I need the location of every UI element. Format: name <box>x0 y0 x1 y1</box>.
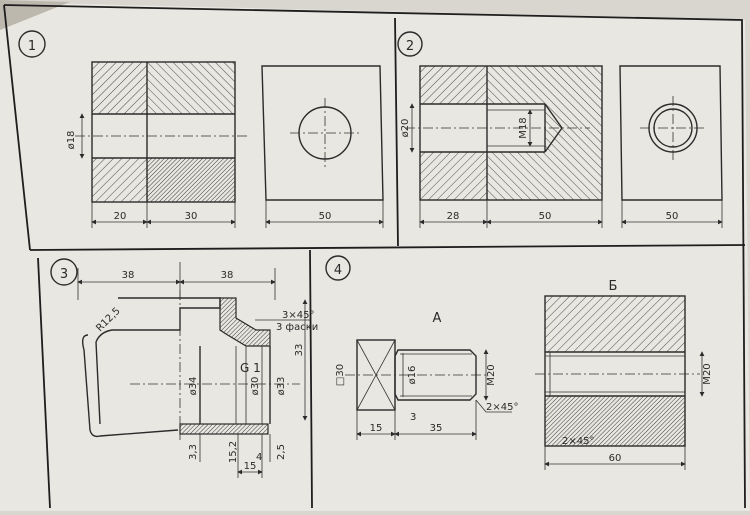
panel-1-number-circle <box>18 30 46 58</box>
panel-4-number: 4 <box>334 263 342 278</box>
panel-1: 1 ø18 20 30 50 <box>18 30 384 228</box>
panel-1-number: 1 <box>28 39 36 54</box>
p4-plate-outline <box>544 295 686 447</box>
p4-plate-top-section <box>545 296 685 352</box>
p1-dim-left: 20 <box>114 211 127 222</box>
p2-dim-right: 50 <box>539 211 552 222</box>
panel-3-number-circle <box>50 258 78 286</box>
p1-section-top-left <box>92 62 147 114</box>
p4-bolt-shank <box>394 349 477 401</box>
panel-3: 3 38 38 R12,5 3×45° 3 фаски G 1 ø34 ø30 … <box>50 258 318 478</box>
p3-dim-152: 15,2 <box>228 441 239 463</box>
panel-3-number: 3 <box>60 267 68 282</box>
p4-dim-3: 3 <box>410 412 416 423</box>
p4-dim-d16: ø16 <box>407 366 418 385</box>
p1-section-outline <box>91 61 236 203</box>
p3-wall-section-top <box>219 297 271 347</box>
p4-dim-chamfer-b: 2×45° <box>562 436 594 447</box>
panel-2-number-circle <box>397 31 423 57</box>
frame-divider-bottom <box>309 249 313 509</box>
p4-dim-15: 15 <box>370 423 383 434</box>
p3-chamfer-note: 3 фаски <box>276 322 318 333</box>
p3-dim-33: 33 <box>294 344 305 357</box>
p1-section-bottom-right <box>147 158 235 202</box>
p3-dim-d33: ø33 <box>276 377 287 396</box>
panel-2: 2 ø20 M18 28 50 50 <box>397 31 723 228</box>
p3-dim-d34: ø34 <box>188 377 199 396</box>
p3-dim-4: 4 <box>256 452 262 463</box>
panel-4: 4 A Б □30 ø16 M20 3 2×45° 15 35 <box>325 255 713 470</box>
p1-section-bottom-left <box>92 158 147 202</box>
p3-wall-section-bottom <box>179 423 269 435</box>
p4-dim-m20: M20 <box>486 364 497 385</box>
p2-dim-diameter: ø20 <box>400 119 411 138</box>
p2-dim-side: 50 <box>666 211 679 222</box>
p3-dim-top-left: 38 <box>122 270 135 281</box>
p1-dim-right: 30 <box>185 211 198 222</box>
p4-dim-m20b: M20 <box>702 363 713 384</box>
p4-dim-60: 60 <box>609 453 622 464</box>
p3-dim-33b: 3,3 <box>188 444 199 460</box>
p1-dim-side: 50 <box>319 211 332 222</box>
p4-dim-35: 35 <box>430 423 443 434</box>
p3-fitting-top-branch <box>112 297 221 331</box>
p3-dim-15: 15 <box>244 461 257 472</box>
p2-dim-thread: M18 <box>518 117 529 138</box>
p4-dim-chamfer: 2×45° <box>486 402 518 413</box>
p2-dim-left: 28 <box>447 211 460 222</box>
p2-section-outline <box>419 65 603 201</box>
frame-outline <box>3 4 746 509</box>
p3-dim-d30: ø30 <box>250 377 261 396</box>
frame-divider-top <box>394 17 399 247</box>
panel-4-number-circle <box>325 255 351 281</box>
p4-label-a: A <box>433 311 442 326</box>
p3-chamfer: 3×45° <box>282 310 314 321</box>
p3-thread-label: G 1 <box>240 361 261 375</box>
p1-dim-diameter: ø18 <box>66 131 77 150</box>
p3-dim-25: 2,5 <box>276 444 287 460</box>
p1-section-top-right <box>147 62 235 114</box>
p4-label-b: Б <box>609 279 618 294</box>
p4-plate-bottom-section <box>545 396 685 446</box>
p4-dim-square: □30 <box>335 364 346 386</box>
frame-horizontal-divider <box>29 244 746 251</box>
p3-dim-top-right: 38 <box>221 270 234 281</box>
panel-2-number: 2 <box>406 39 414 54</box>
